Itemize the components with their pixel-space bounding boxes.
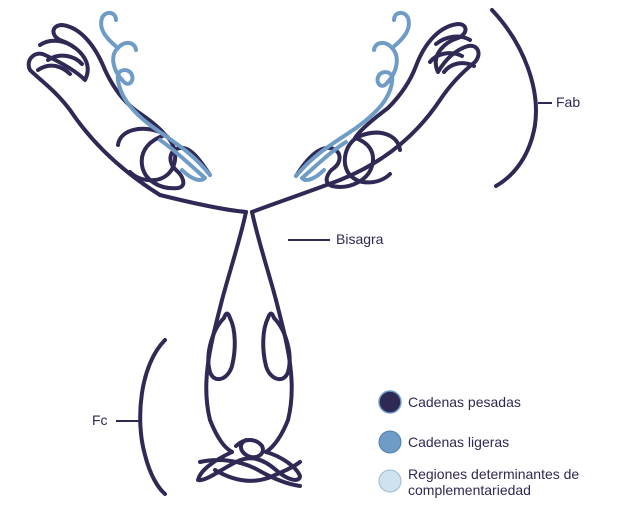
bisagra-label: Bisagra xyxy=(336,231,383,247)
legend-cdr-line2: complementariedad xyxy=(408,482,531,498)
fc-bracket xyxy=(140,340,165,494)
legend-marker-cdr xyxy=(379,470,401,492)
legend-markers xyxy=(379,391,401,492)
legend-light-chains: Cadenas ligeras xyxy=(408,434,509,450)
heavy-chain-stem xyxy=(222,212,276,300)
heavy-chain-fc-loops xyxy=(236,440,263,457)
heavy-chain-right-fab-outer xyxy=(340,24,479,180)
fab-label: Fab xyxy=(556,94,580,110)
fab-bracket xyxy=(492,10,536,186)
fc-label: Fc xyxy=(92,412,108,428)
light-chains xyxy=(101,13,409,180)
heavy-chain-hinge-left xyxy=(160,195,246,212)
heavy-chain-right-fab-inner xyxy=(296,108,388,187)
legend-cdr-line1: Regiones determinantes de xyxy=(408,466,579,482)
legend-marker-light xyxy=(379,431,401,453)
legend-marker-heavy xyxy=(379,391,401,413)
legend-heavy-chains: Cadenas pesadas xyxy=(408,394,521,410)
heavy-chain-left-fab-outer xyxy=(29,25,160,195)
